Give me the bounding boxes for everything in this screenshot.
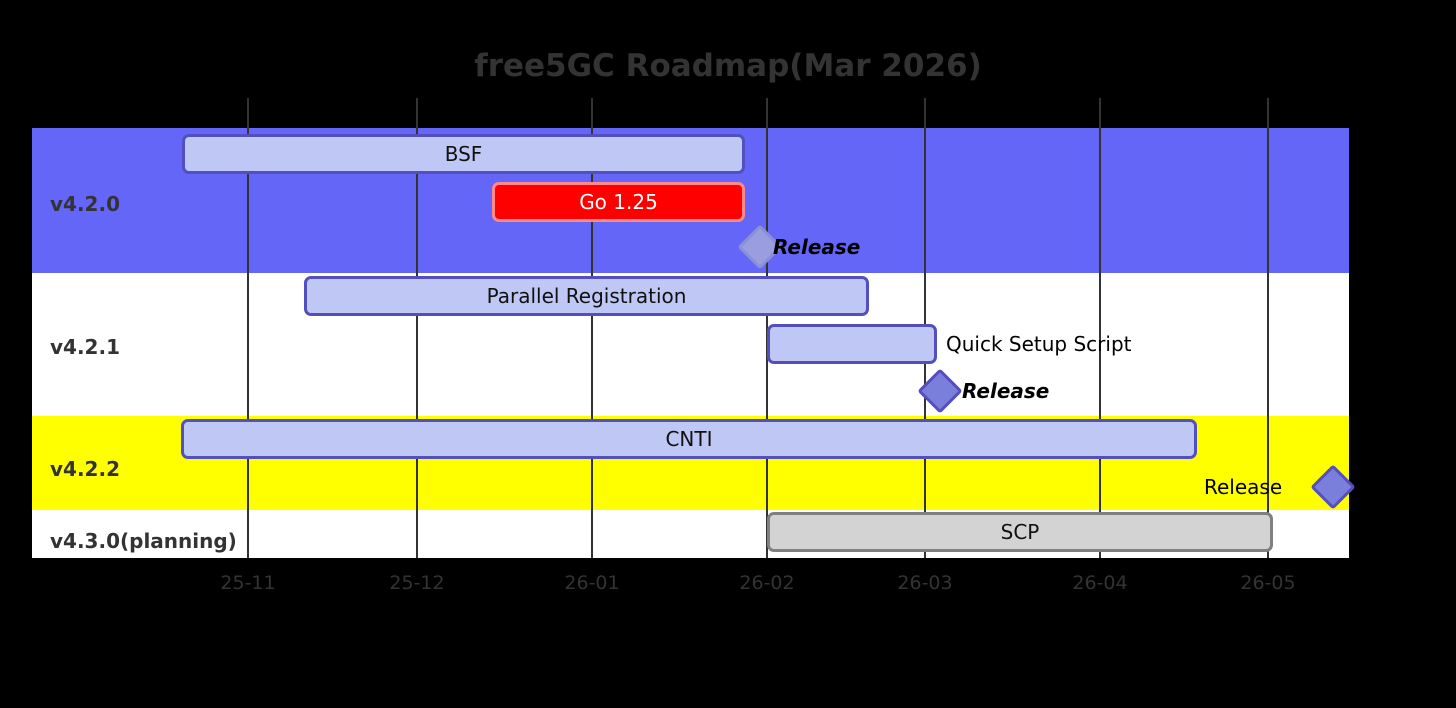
- task-bar-quick-setup-script[interactable]: [767, 324, 937, 364]
- task-bar-scp[interactable]: SCP: [767, 512, 1273, 552]
- gridline-26-05: [1267, 98, 1269, 558]
- task-label-scp: SCP: [1000, 520, 1040, 544]
- task-bar-go-1-25[interactable]: Go 1.25: [492, 182, 745, 222]
- axis-tick-label-26-01: 26-01: [564, 572, 620, 594]
- task-bar-parallel-registration[interactable]: Parallel Registration: [304, 276, 869, 316]
- milestone-label-release-v422: Release: [1204, 475, 1283, 499]
- axis-tick-label-25-12: 25-12: [389, 572, 445, 594]
- gridline-26-04: [1099, 98, 1101, 558]
- task-label-go-1-25: Go 1.25: [579, 190, 658, 214]
- section-label-v430: v4.3.0(planning): [50, 529, 237, 553]
- axis-tick-mark-26-05: [1267, 98, 1269, 108]
- axis-tick-mark-26-02: [766, 98, 768, 108]
- task-label-parallel-registration: Parallel Registration: [486, 284, 687, 308]
- chart-title: free5GC Roadmap(Mar 2026): [474, 48, 982, 84]
- axis-tick-mark-25-11: [247, 98, 249, 108]
- task-bar-bsf[interactable]: BSF: [182, 134, 745, 174]
- axis-tick-label-26-02: 26-02: [739, 572, 795, 594]
- axis-tick-label-26-03: 26-03: [897, 572, 953, 594]
- gridline-25-12: [416, 98, 418, 558]
- task-label-quick-setup-script: Quick Setup Script: [946, 332, 1132, 356]
- axis-tick-label-26-04: 26-04: [1072, 572, 1128, 594]
- gridline-25-11: [247, 98, 249, 558]
- section-label-v421: v4.2.1: [50, 335, 120, 359]
- gantt-plot-area: v4.2.0 v4.2.1 v4.2.2 v4.3.0(planning) BS…: [32, 98, 1356, 558]
- axis-tick-label-26-05: 26-05: [1240, 572, 1296, 594]
- axis-tick-mark-26-04: [1099, 98, 1101, 108]
- milestone-label-release-v420: Release: [773, 235, 861, 259]
- milestone-label-release-v421: Release: [962, 379, 1050, 403]
- axis-tick-label-25-11: 25-11: [220, 572, 276, 594]
- axis-tick-mark-26-03: [924, 98, 926, 108]
- gridline-26-01: [591, 98, 593, 558]
- task-label-cnti: CNTI: [665, 427, 713, 451]
- axis-tick-mark-25-12: [416, 98, 418, 108]
- axis-tick-mark-26-01: [591, 98, 593, 108]
- task-label-bsf: BSF: [444, 142, 483, 166]
- task-bar-cnti[interactable]: CNTI: [181, 419, 1197, 459]
- section-label-v420: v4.2.0: [50, 192, 120, 216]
- section-label-v422: v4.2.2: [50, 457, 120, 481]
